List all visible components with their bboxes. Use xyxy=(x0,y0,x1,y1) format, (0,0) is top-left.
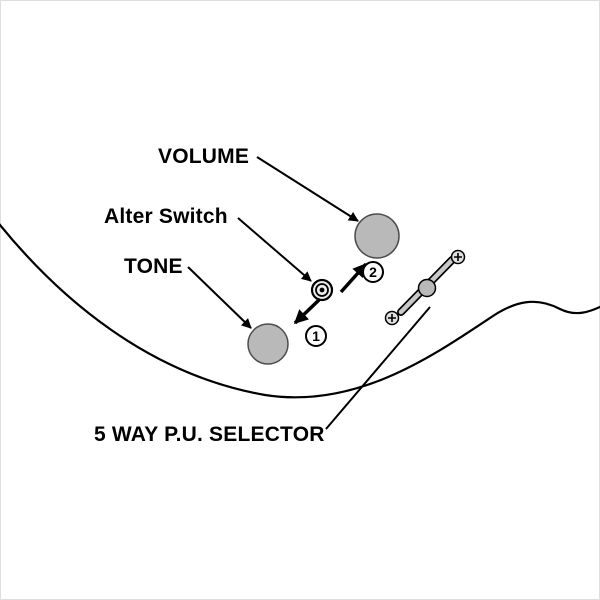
direction-1-badge: 1 xyxy=(305,325,327,347)
alter-switch-mid-ring xyxy=(315,283,329,297)
direction-1-arrow xyxy=(293,297,322,325)
volume-knob xyxy=(354,213,400,259)
alter-switch-label: Alter Switch xyxy=(104,205,228,228)
alter-switch-center-dot xyxy=(319,287,325,293)
selector-pivot xyxy=(417,278,437,298)
volume-leader-line xyxy=(256,156,359,222)
selector-screw-bottom-icon xyxy=(384,310,400,326)
guitar-body-outline xyxy=(0,223,600,399)
selector-leader-line xyxy=(325,306,431,430)
volume-label: VOLUME xyxy=(158,145,250,168)
tone-knob xyxy=(247,323,289,365)
alter-switch-knob xyxy=(310,278,334,302)
direction-2-arrow xyxy=(339,262,368,294)
alter-switch-leader-line xyxy=(237,217,312,282)
direction-2-badge: 2 xyxy=(362,261,384,283)
pickup-selector-switch xyxy=(384,249,466,326)
tone-leader-line xyxy=(187,266,252,329)
selector-label: 5 WAY P.U. SELECTOR xyxy=(94,423,325,446)
tone-label: TONE xyxy=(124,255,183,278)
selector-screw-top-icon xyxy=(450,249,466,265)
